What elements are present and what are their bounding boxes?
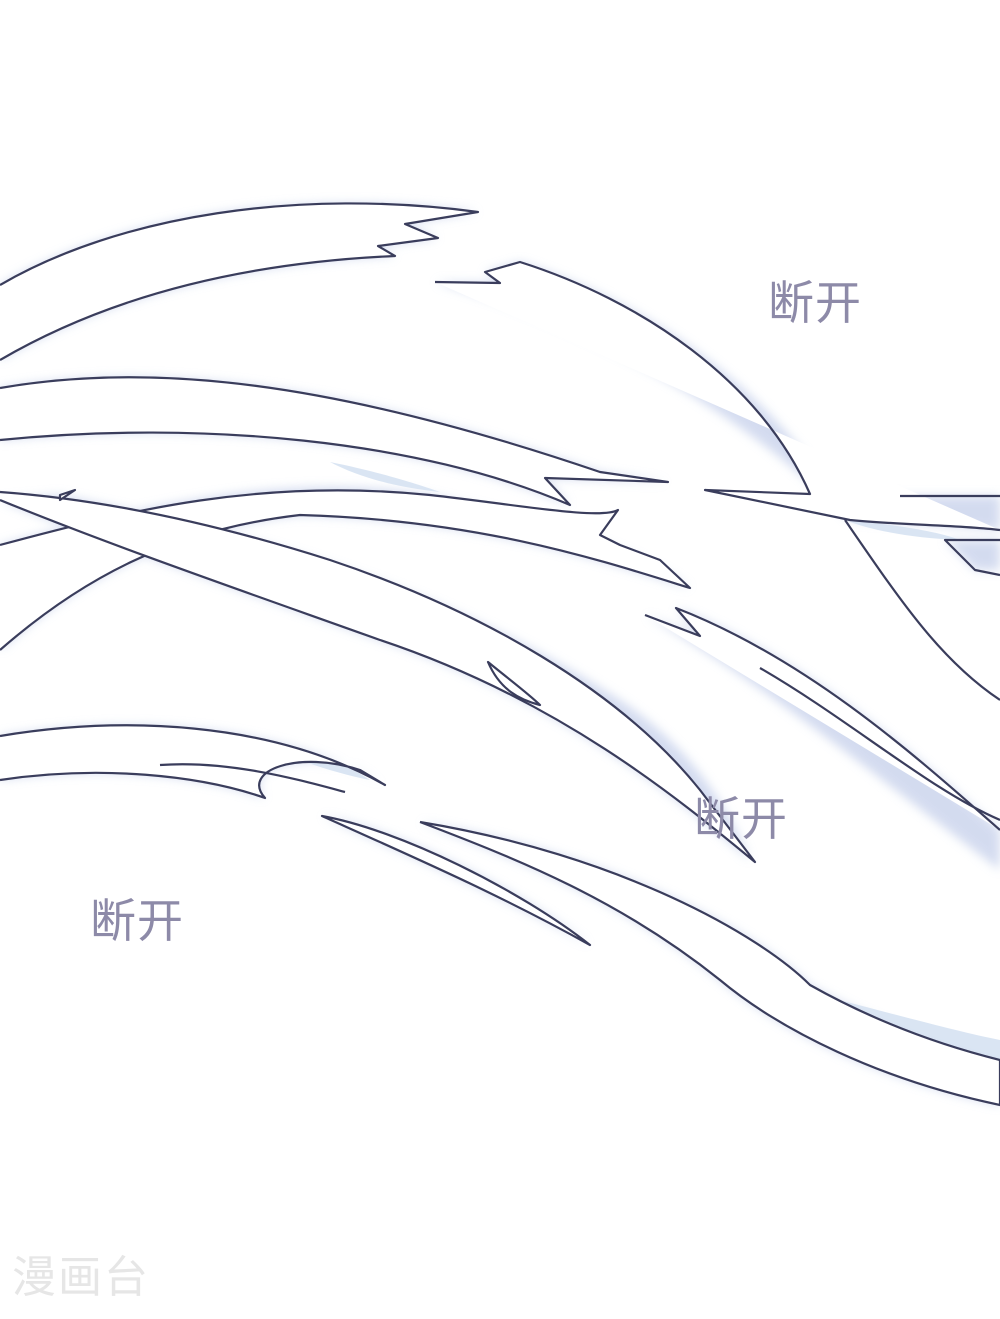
ribbon-top-left [0, 202, 480, 361]
ribbon-long-diagonal [0, 490, 757, 864]
ribbon-middle-right-lower [759, 667, 1000, 822]
watermark-text: 漫画台 [12, 1252, 150, 1303]
sound-effect-text: 断开 [694, 792, 788, 846]
ribbon-bottom-sweep [419, 820, 1000, 1107]
ribbon-top-right [434, 260, 1000, 532]
ribbon-lower-left [0, 724, 387, 800]
ribbon-outline-layer [0, 202, 1000, 1107]
ribbon-middle-splinter [58, 488, 77, 502]
ribbon-middle-right [644, 606, 1000, 831]
ribbon-notch [486, 660, 542, 707]
ribbon-lower-left-inner [159, 763, 346, 794]
ribbon-right-strand [844, 519, 1000, 701]
sound-effect-text: 断开 [90, 894, 184, 948]
sound-effect-text: 断开 [768, 276, 862, 330]
ribbon-middle-upper [0, 376, 670, 507]
ribbon-lower-shard [320, 814, 592, 947]
ribbon-right-tip [943, 538, 1000, 577]
